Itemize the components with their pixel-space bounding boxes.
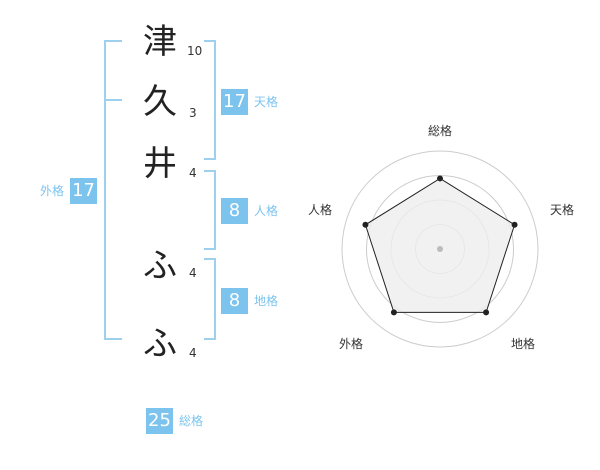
tenkaku-bracket [204, 40, 216, 160]
gaikaku-label: 外格 [40, 184, 65, 198]
gaikaku-score: 外格 17 [40, 178, 98, 204]
stroke-count-2: 3 [189, 106, 197, 120]
jinkaku-score: 8 人格 [221, 198, 278, 224]
soukaku-value: 25 [146, 408, 173, 434]
radar-point-2 [511, 221, 518, 228]
radar-label-chikaku: 地格 [511, 337, 536, 351]
radar-point-3 [483, 309, 490, 316]
gaikaku-bracket [104, 40, 122, 340]
chikaku-bracket [204, 258, 216, 340]
radar-label-jinkaku: 人格 [308, 203, 333, 217]
tenkaku-score: 17 天格 [221, 89, 278, 115]
radar-center-dot [437, 246, 443, 252]
tenkaku-label: 天格 [254, 95, 279, 109]
stroke-count-5: 4 [189, 346, 197, 360]
radar-point-4 [390, 309, 397, 316]
radar-point-5 [362, 221, 369, 228]
jinkaku-bracket [204, 170, 216, 250]
jinkaku-label: 人格 [254, 204, 279, 218]
name-char-4: ふ [143, 246, 177, 286]
stroke-count-4: 4 [189, 266, 197, 280]
chikaku-score: 8 地格 [221, 288, 278, 314]
stroke-count-1: 10 [187, 44, 203, 58]
name-char-3: 井 [143, 144, 177, 184]
gaikaku-value: 17 [70, 178, 98, 204]
radar-label-tenkaku: 天格 [550, 203, 575, 217]
radar-ring [341, 150, 539, 348]
name-char-5: ふ [143, 324, 177, 364]
radar-polygon [364, 177, 516, 313]
radar-points [362, 175, 518, 316]
soukaku-label: 総格 [179, 414, 204, 428]
name-char-1: 津 [143, 22, 177, 62]
jinkaku-value: 8 [221, 198, 248, 224]
tenkaku-value: 17 [221, 89, 248, 115]
radar-label-soukaku: 総格 [428, 124, 453, 138]
chikaku-value: 8 [221, 288, 248, 314]
chikaku-label: 地格 [254, 294, 279, 308]
radar-chart [341, 150, 539, 348]
name-char-2: 久 [143, 82, 177, 122]
soukaku-score: 25 総格 [146, 408, 203, 434]
stroke-count-3: 4 [189, 166, 197, 180]
radar-point-1 [437, 175, 443, 182]
radar-label-gaikaku: 外格 [339, 337, 364, 351]
gaikaku-bracket-tick [104, 99, 122, 101]
